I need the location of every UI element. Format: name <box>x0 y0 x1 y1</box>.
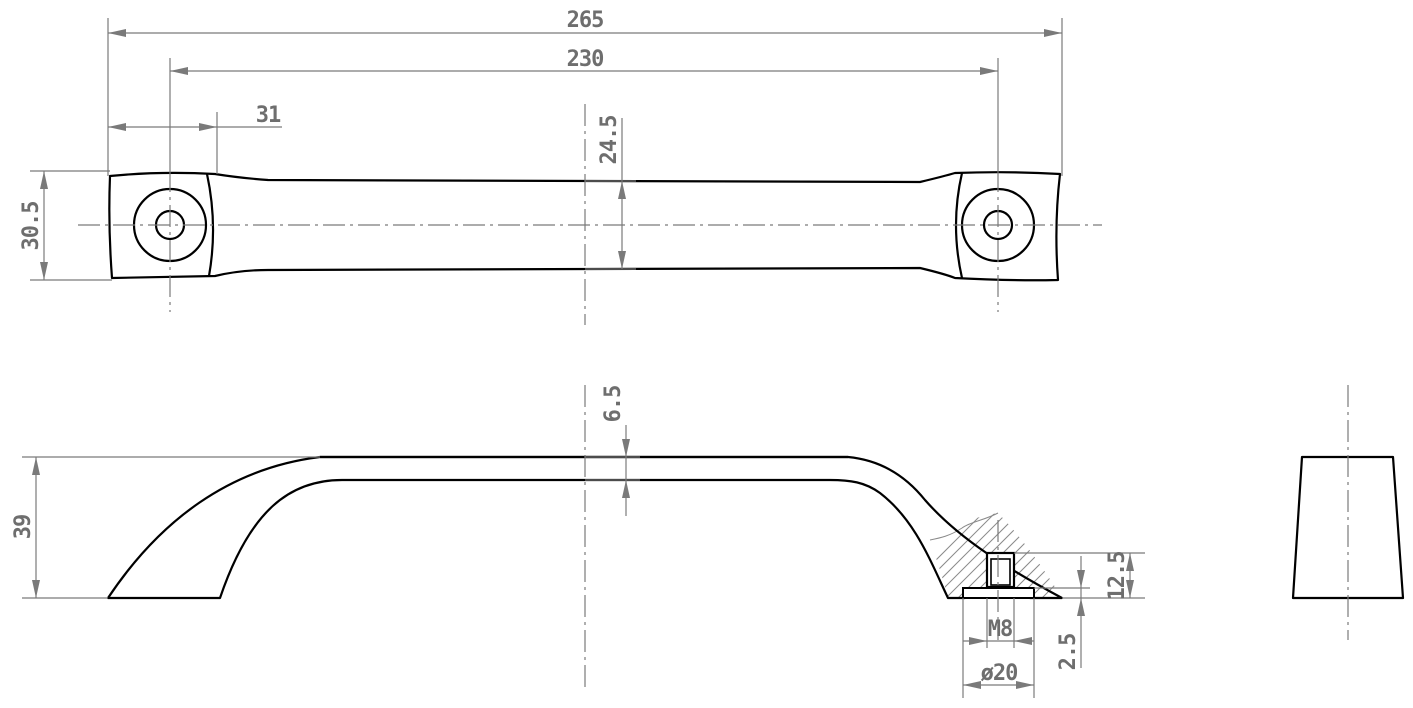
handle-front-outline <box>106 455 1064 600</box>
dim-mid-width: 24.5 <box>597 116 622 165</box>
section-break-line <box>929 512 999 541</box>
dim-base-step: 2.5 <box>1056 634 1081 671</box>
dim-hole-spacing: 230 <box>567 47 604 72</box>
dim-thickness: 6.5 <box>601 386 626 423</box>
front-view: 6.5 39 12.5 2.5 M8 ø20 <box>11 385 1145 698</box>
dim-thread: M8 <box>988 617 1013 642</box>
dim-overall-length: 265 <box>567 8 604 33</box>
handle-side-outline <box>1291 455 1405 600</box>
dim-base-diameter: ø20 <box>981 661 1018 686</box>
dim-end-width: 30.5 <box>19 202 44 251</box>
side-view <box>1291 385 1405 640</box>
dim-height: 39 <box>11 515 36 540</box>
handle-top-outline <box>108 171 1062 282</box>
top-view: 265 230 31 24.5 30.5 <box>19 8 1102 325</box>
dim-insert-depth: 12.5 <box>1105 552 1130 601</box>
dim-end-length: 31 <box>256 103 281 128</box>
